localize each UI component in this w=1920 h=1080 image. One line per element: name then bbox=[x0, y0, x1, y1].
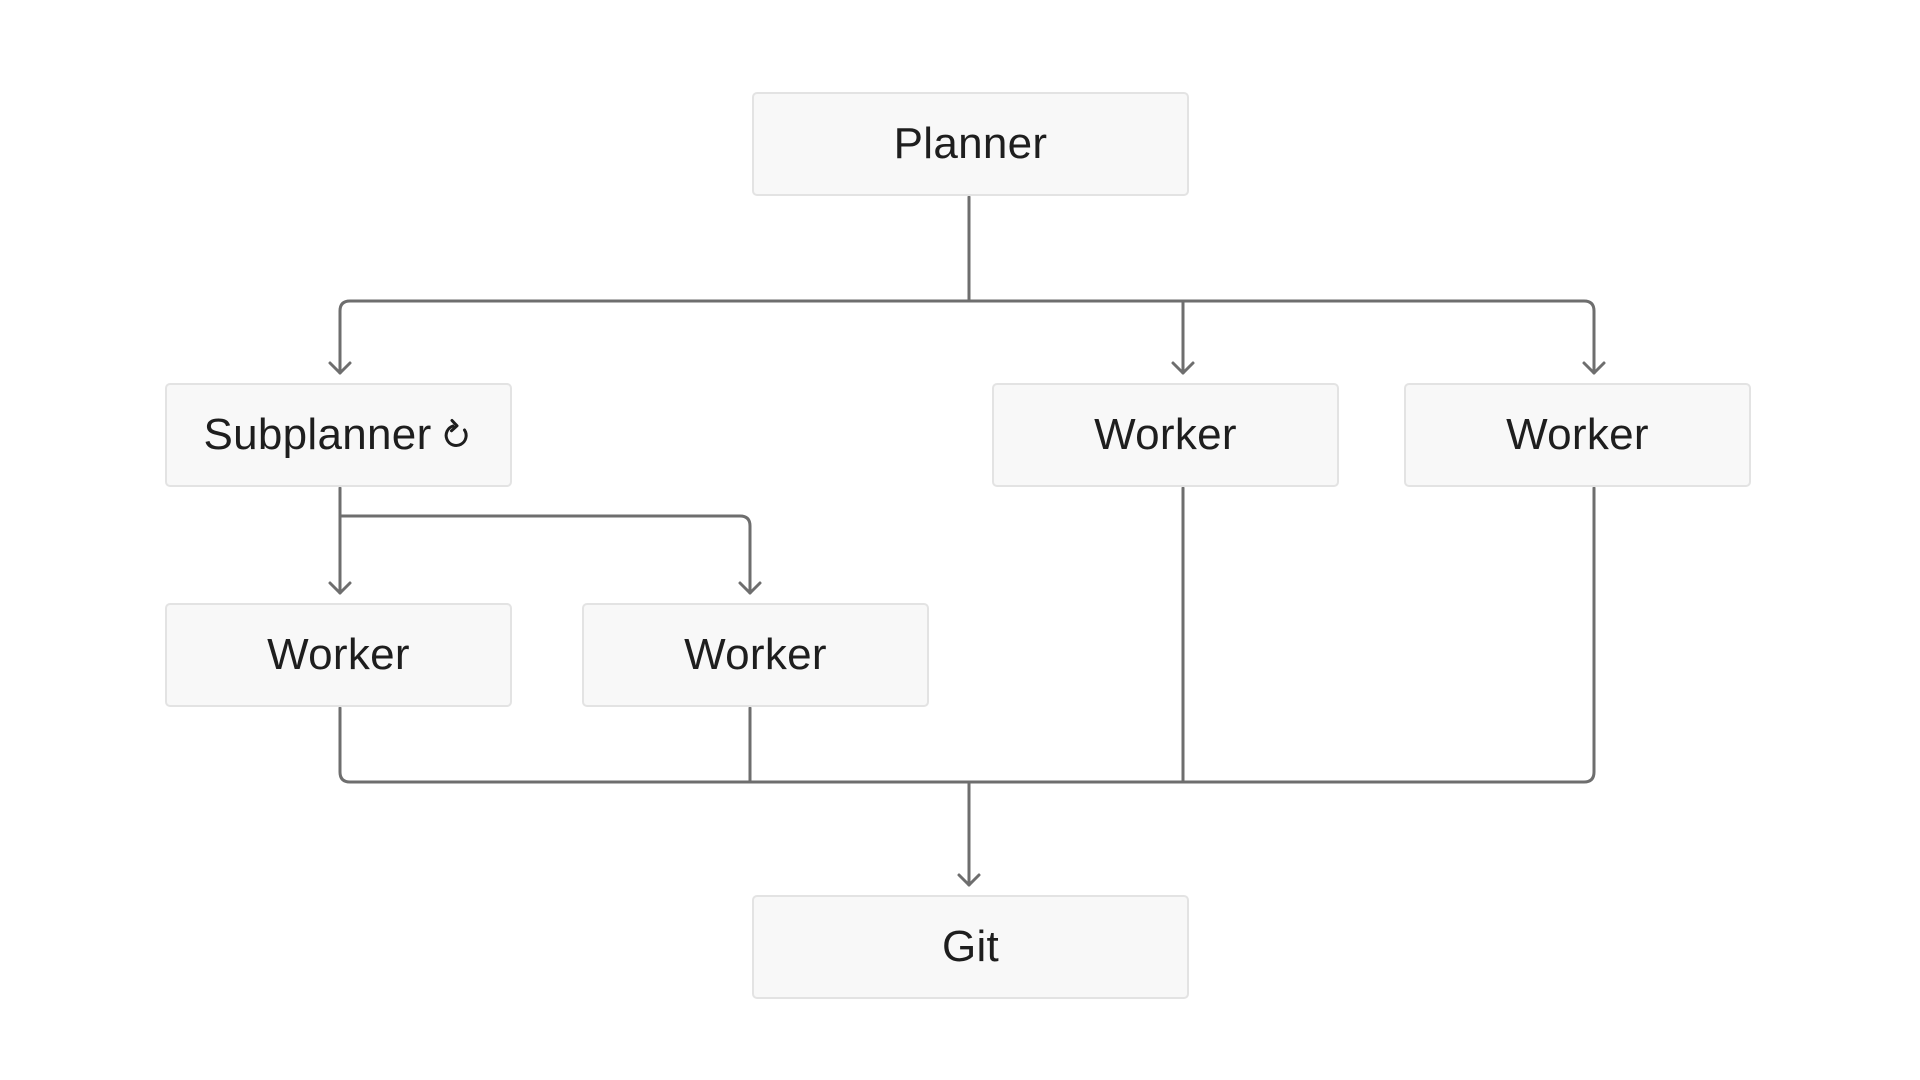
planner-node: Planner bbox=[752, 92, 1189, 196]
git-node: Git bbox=[752, 895, 1189, 999]
worker-node-2: Worker bbox=[582, 603, 929, 707]
arrowhead-worker-4 bbox=[1582, 361, 1606, 375]
arrowhead-worker-2 bbox=[738, 581, 762, 595]
worker-2-label: Worker bbox=[684, 630, 827, 679]
worker-node-3: Worker bbox=[992, 383, 1339, 487]
subplanner-to-worker-2-connector bbox=[338, 514, 752, 595]
refresh-icon bbox=[442, 417, 474, 453]
planner-to-subplanner-connector bbox=[338, 299, 971, 375]
worker-1-label: Worker bbox=[267, 630, 410, 679]
arrowhead-subplanner bbox=[328, 361, 352, 375]
arrowhead-worker-3 bbox=[1171, 361, 1195, 375]
worker-1-merge-connector bbox=[338, 706, 971, 784]
arrowhead-worker-1 bbox=[328, 581, 352, 595]
arrowhead-git bbox=[957, 873, 981, 887]
worker-4-label: Worker bbox=[1506, 410, 1649, 459]
worker-node-4: Worker bbox=[1404, 383, 1751, 487]
worker-node-1: Worker bbox=[165, 603, 512, 707]
subplanner-node: Subplanner bbox=[165, 383, 512, 487]
worker-3-label: Worker bbox=[1094, 410, 1237, 459]
git-label: Git bbox=[941, 922, 1000, 971]
planner-label: Planner bbox=[893, 119, 1048, 168]
worker-4-merge-connector bbox=[967, 486, 1596, 784]
planner-to-worker-4-connector bbox=[967, 299, 1596, 375]
subplanner-label: Subplanner bbox=[203, 410, 432, 459]
